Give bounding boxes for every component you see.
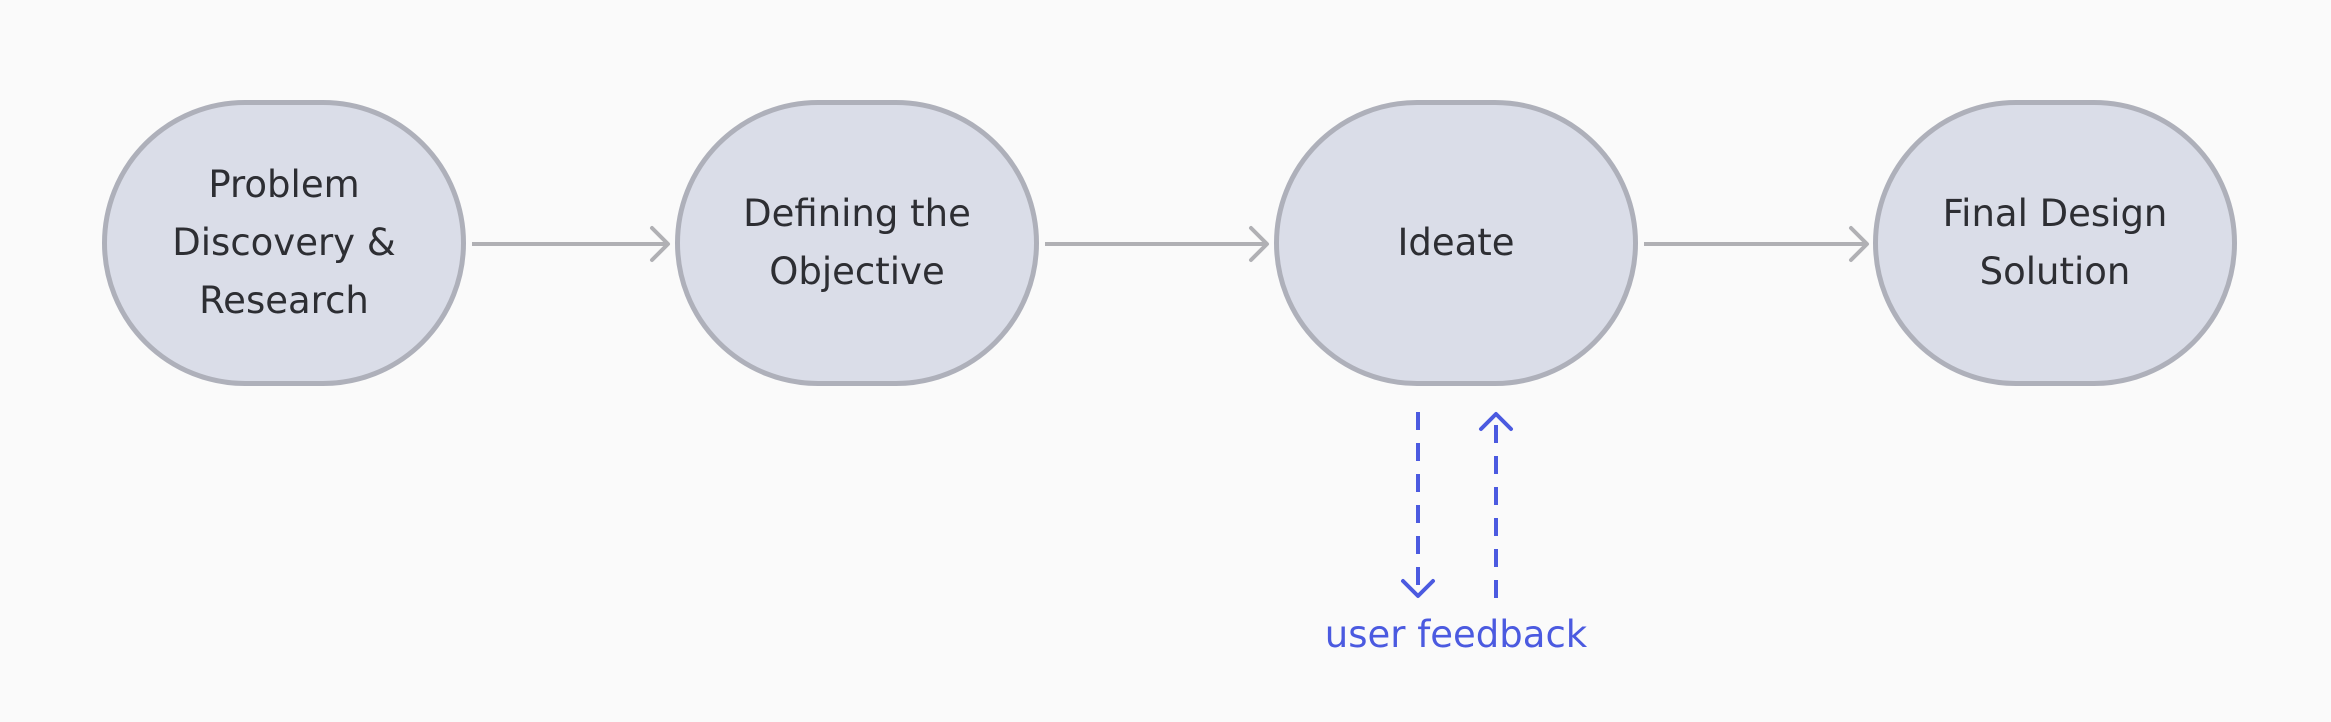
connector-arrow-3 xyxy=(1644,226,1869,262)
node-ideate: Ideate xyxy=(1274,100,1638,386)
node-defining-objective: Defining the Objective xyxy=(675,100,1039,386)
node-problem-discovery: Problem Discovery & Research xyxy=(102,100,466,386)
node-final-design: Final Design Solution xyxy=(1873,100,2237,386)
node-label: Final Design Solution xyxy=(1942,192,2168,293)
node-label: Problem Discovery & Research xyxy=(172,163,396,322)
node-label: Defining the Objective xyxy=(743,192,971,293)
feedback-label: user feedback xyxy=(1324,613,1588,656)
connector-arrow-1 xyxy=(472,226,670,262)
feedback-arrow-down xyxy=(1401,412,1435,598)
feedback-arrow-up xyxy=(1479,412,1513,598)
node-label: Ideate xyxy=(1397,221,1515,264)
connector-arrow-2 xyxy=(1045,226,1269,262)
